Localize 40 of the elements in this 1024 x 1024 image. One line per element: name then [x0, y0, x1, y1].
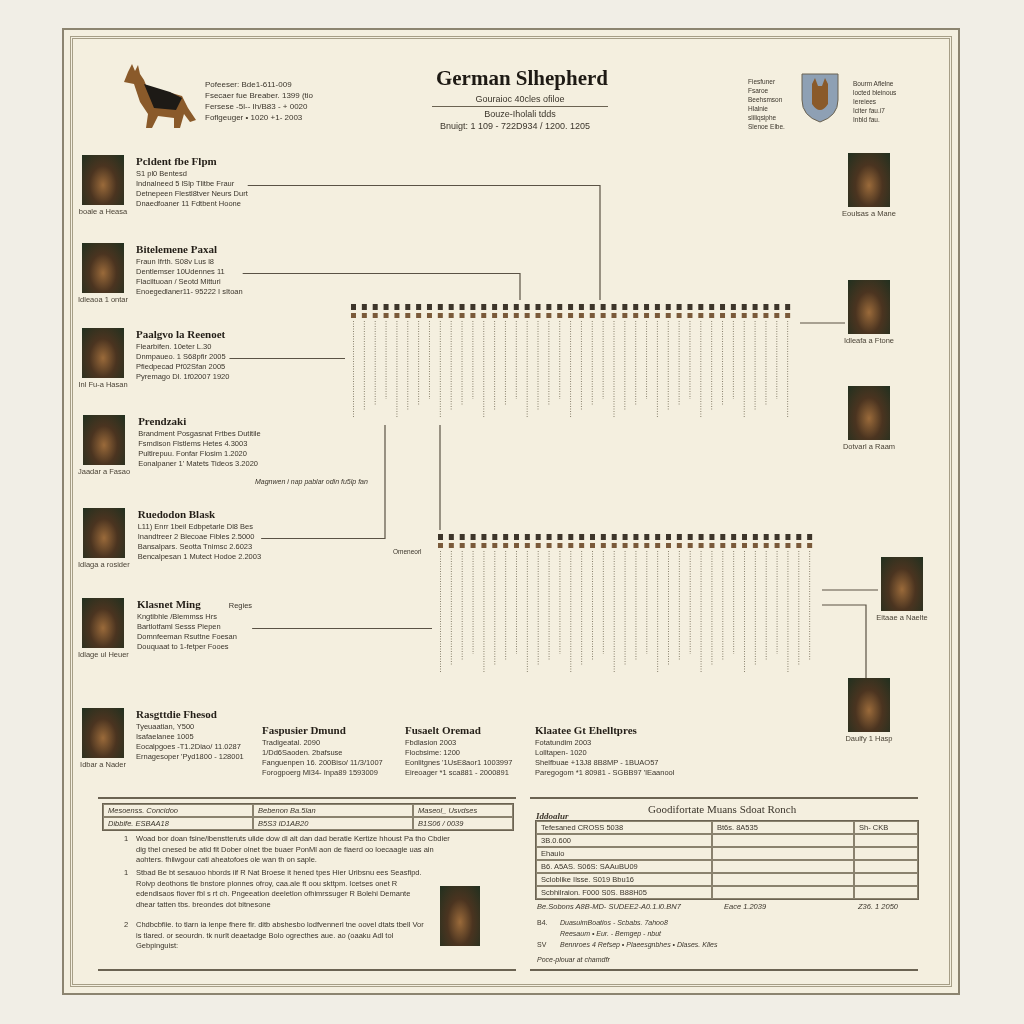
- connector-line: [799, 322, 846, 324]
- dog-name: Ruedodon Blask: [137, 508, 217, 520]
- dog-entry: [78, 243, 243, 304]
- dog-entry: [78, 328, 230, 389]
- info-text: Bnuigt: 1 109 - 722D934 / 1200. 1205: [440, 120, 591, 133]
- dog-name: Bitelemene Paxal: [136, 243, 218, 255]
- connector-line: [821, 589, 879, 591]
- dog-name: Paalgvo la Reenoet: [136, 328, 227, 340]
- info-text: Fsecaer fue Breaber. 1399 (tio: [205, 91, 314, 102]
- info-text: Pofeeser: Bde1-611-009: [205, 80, 292, 91]
- dog-name: Klaatee Gt Ehelltpres: [535, 724, 638, 736]
- dog-photo-placeholder: [845, 280, 893, 345]
- subtitle: Gouraioc 40cles ofiloe: [432, 93, 608, 108]
- dog-name: Prendzaki: [138, 415, 188, 427]
- connector-line: [251, 627, 433, 630]
- panel-heading: Goodifortate Muans Sdoat Ronch: [648, 802, 797, 817]
- dog-name: Fusaelt Oremad: [405, 724, 482, 736]
- dog-entry: [78, 415, 261, 476]
- dog-name: Faspusier Dmund: [262, 724, 347, 736]
- dog-photo-placeholder: [845, 678, 893, 743]
- dog-entry: [78, 508, 262, 569]
- info-text: Bouze-Iholali tdds: [483, 108, 557, 121]
- connector-line: [242, 272, 521, 301]
- connector-line: [228, 357, 346, 360]
- panel-label: Iddoalur: [536, 810, 569, 823]
- dog-name: Klasnet Ming: [136, 598, 201, 610]
- connector-line: [260, 424, 386, 540]
- dog-photo-placeholder: [845, 386, 893, 451]
- title: German Slhepherd: [434, 66, 610, 91]
- dog-name: Rasgttdie Fhesod: [136, 708, 218, 720]
- dog-photo-placeholder: [878, 557, 926, 622]
- info-text: Fersese -5l-- Ih/B83 - + 0020: [205, 102, 308, 113]
- dog-entry: [78, 598, 253, 659]
- dog-name: Pcldent fbe Flpm: [136, 155, 218, 167]
- dog-entry: [78, 708, 244, 769]
- connector-line: [439, 424, 441, 531]
- connector-line: [247, 184, 601, 301]
- dog-entry: [78, 155, 248, 216]
- info-text: Foflgeuger • 1020 +1- 2003: [205, 113, 303, 124]
- connector-line: [821, 604, 867, 679]
